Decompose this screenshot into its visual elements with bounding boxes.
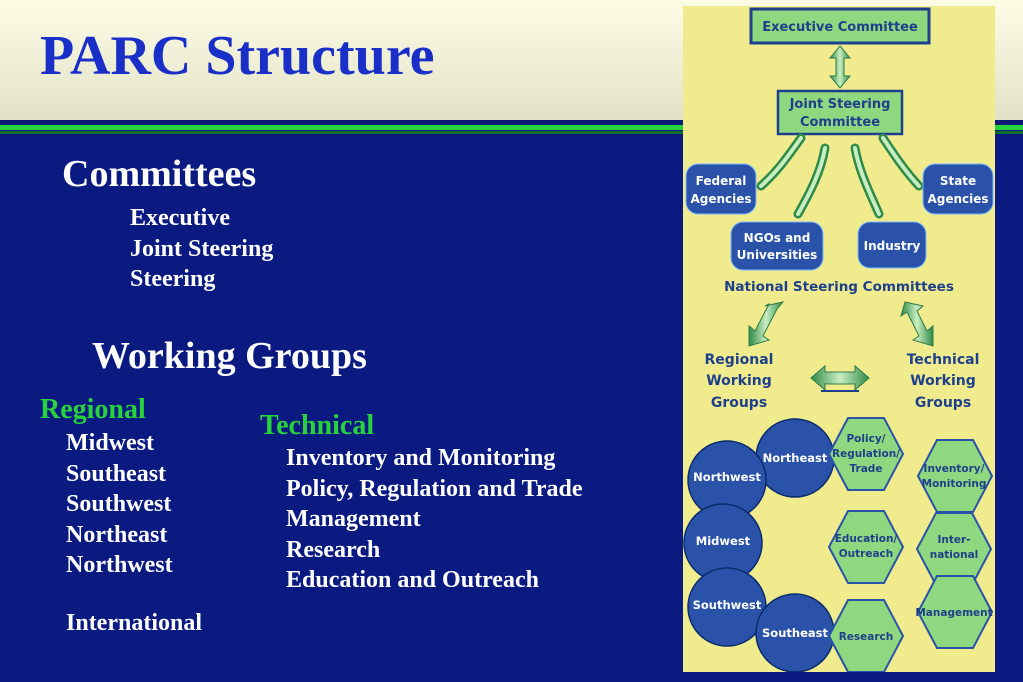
svg-text:Agencies: Agencies — [690, 192, 751, 206]
committees-list: Executive Joint Steering Steering — [130, 203, 273, 295]
svg-text:Northeast: Northeast — [763, 451, 828, 465]
list-item: Joint Steering — [130, 235, 274, 262]
svg-text:Working: Working — [910, 373, 976, 389]
federal-agencies-node: Federal Agencies — [685, 163, 757, 215]
double-arrow-icon — [828, 45, 852, 89]
list-item: Research — [286, 536, 381, 563]
svg-text:Monitoring: Monitoring — [922, 478, 987, 490]
list-item: Policy, Regulation and Trade — [286, 475, 583, 502]
svg-text:Agencies: Agencies — [927, 192, 988, 206]
tech-hexagons — [827, 417, 994, 672]
technical-list: Inventory and Monitoring Policy, Regulat… — [286, 443, 582, 596]
international-item: International — [66, 610, 203, 636]
svg-text:Policy/: Policy/ — [846, 433, 885, 445]
education-hexagon — [827, 510, 905, 584]
org-structure-diagram: Executive Committee Joint Steering Commi… — [683, 6, 995, 672]
executive-committee-node: Executive Committee — [749, 7, 931, 45]
region-circles — [683, 418, 835, 672]
svg-text:Executive Committee: Executive Committee — [762, 20, 918, 35]
svg-text:Management: Management — [915, 607, 992, 619]
svg-text:Research: Research — [839, 631, 894, 643]
technical-heading: Technical — [260, 410, 375, 441]
list-item: Executive — [130, 205, 230, 231]
region-labels: Northeast Northwest Midwest Southwest So… — [693, 451, 829, 640]
down-arrows-icon — [748, 301, 934, 347]
svg-text:Education/: Education/ — [835, 533, 898, 545]
svg-text:NGOs and: NGOs and — [744, 231, 811, 245]
working-groups-heading: Working Groups — [92, 335, 367, 377]
svg-text:Inventory/: Inventory/ — [924, 463, 985, 475]
svg-text:Joint Steering: Joint Steering — [789, 97, 891, 112]
svg-text:Southeast: Southeast — [762, 626, 828, 640]
inventory-hexagon — [916, 439, 994, 513]
svg-text:Northwest: Northwest — [693, 470, 761, 484]
research-hexagon — [827, 599, 905, 672]
state-agencies-node: State Agencies — [922, 163, 994, 215]
svg-text:Regional: Regional — [705, 352, 774, 368]
management-hexagon — [916, 575, 994, 649]
list-item: Inventory and Monitoring — [286, 445, 556, 471]
svg-text:Groups: Groups — [915, 395, 971, 411]
svg-text:Industry: Industry — [864, 239, 921, 253]
industry-node: Industry — [857, 221, 927, 269]
svg-text:Southwest: Southwest — [693, 598, 762, 612]
list-item: Education and Outreach — [286, 567, 539, 593]
horizontal-double-arrow-icon — [810, 364, 870, 392]
svg-text:Working: Working — [706, 373, 772, 389]
list-item: Southwest — [66, 491, 172, 517]
tech-labels: Policy/ Regulation/ Trade Inventory/ Mon… — [832, 433, 993, 643]
list-item: Southeast — [66, 460, 167, 487]
regional-list: Midwest Southeast Southwest Northeast No… — [66, 428, 173, 581]
svg-text:Inter-: Inter- — [937, 534, 970, 546]
link-arrows-icon — [756, 133, 924, 219]
svg-text:national: national — [930, 549, 979, 561]
svg-text:Federal: Federal — [696, 174, 747, 188]
svg-text:Groups: Groups — [711, 395, 767, 411]
list-item: Steering — [130, 266, 216, 292]
svg-text:Trade: Trade — [850, 463, 883, 475]
list-item: Northeast — [66, 521, 168, 548]
national-steering-label: National Steering Committees — [724, 279, 954, 295]
svg-text:Midwest: Midwest — [696, 534, 751, 548]
svg-text:Outreach: Outreach — [839, 548, 894, 560]
regional-heading: Regional — [40, 394, 146, 425]
list-item: Midwest — [66, 430, 154, 456]
list-item: Northwest — [66, 552, 173, 578]
svg-text:Committee: Committee — [800, 115, 880, 130]
technical-wg-label: Technical Working Groups — [907, 352, 980, 411]
ngos-universities-node: NGOs and Universities — [730, 221, 824, 271]
svg-text:Regulation/: Regulation/ — [832, 448, 900, 460]
policy-hexagon — [827, 417, 905, 491]
list-item: Management — [286, 506, 421, 532]
regional-wg-label: Regional Working Groups — [705, 352, 774, 411]
committees-heading: Committees — [62, 153, 257, 195]
divider-dark-green — [0, 131, 1023, 134]
divider-dark — [0, 120, 1023, 124]
svg-text:Technical: Technical — [907, 352, 980, 368]
svg-text:Universities: Universities — [737, 248, 818, 262]
page-title: PARC Structure — [40, 25, 435, 87]
svg-text:State: State — [940, 174, 976, 188]
joint-steering-node: Joint Steering Committee — [776, 89, 904, 136]
divider-green — [0, 125, 1023, 130]
